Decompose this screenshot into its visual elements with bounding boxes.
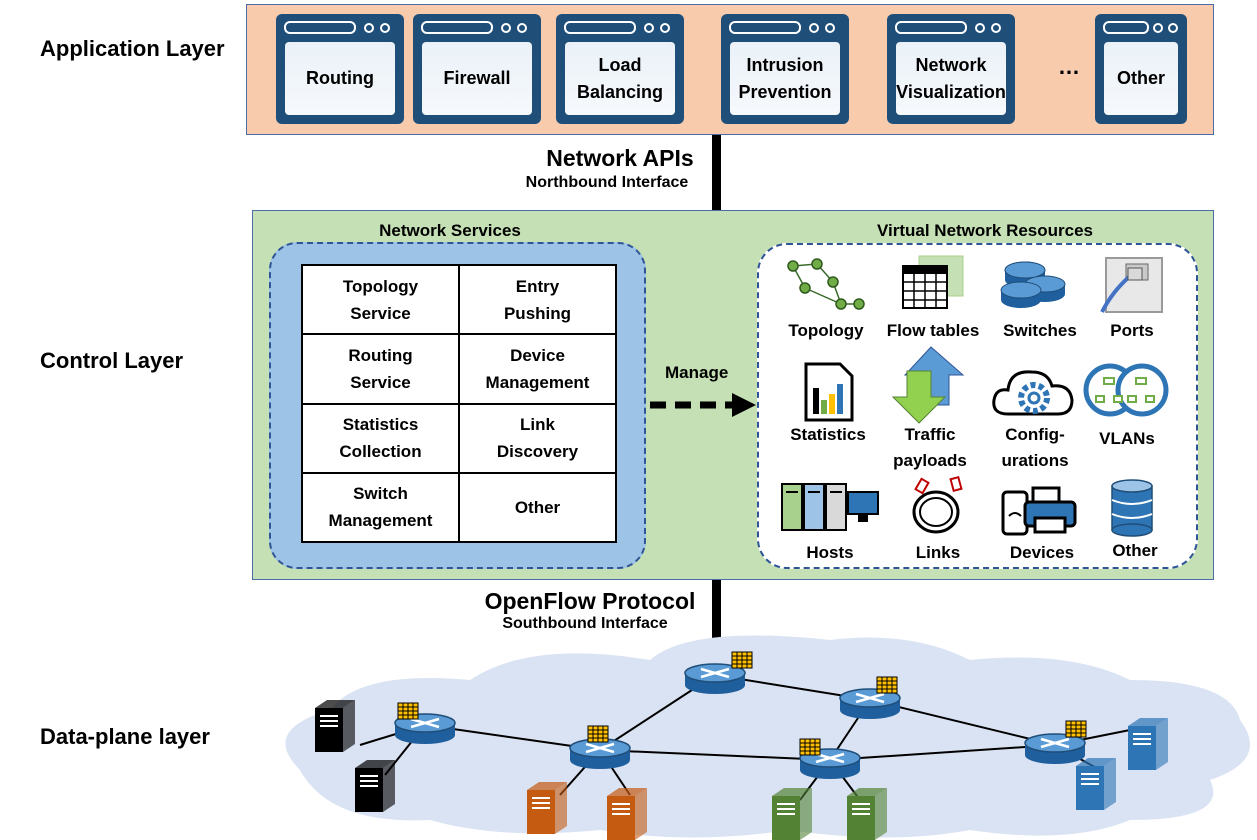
ethernet-port-icon	[1100, 257, 1163, 313]
service-cell: Statistics Collection	[301, 402, 460, 474]
resource-switches: Switches	[995, 252, 1085, 352]
table-row: Statistics Collection Link Discovery	[301, 402, 617, 474]
resource-label: Config- urations	[1001, 425, 1069, 470]
server-hosts-icon	[781, 483, 879, 531]
service-cell: Routing Service	[301, 333, 460, 405]
host-server	[314, 699, 356, 753]
app-label: Network Visualization	[896, 54, 1006, 102]
resource-label: Topology	[788, 321, 864, 340]
host-server	[354, 759, 396, 813]
app-label: Intrusion Prevention	[738, 54, 832, 102]
app-label: Firewall	[443, 68, 511, 88]
southbound-subtitle: Southbound Interface	[502, 615, 668, 632]
northbound-connector	[712, 135, 721, 211]
app-label: Load Balancing	[576, 54, 664, 102]
flow-table-icon	[587, 725, 609, 743]
cable-link-icon	[912, 475, 963, 534]
table-row: Routing Service Device Management	[301, 333, 617, 405]
resource-label: Hosts	[806, 543, 854, 562]
app-window-intrusion-prevention: Intrusion Prevention	[721, 14, 849, 124]
resource-label: Links	[915, 543, 961, 562]
resource-label: VLANs	[1099, 429, 1155, 448]
resource-traffic-payloads: Traffic payloads	[885, 345, 975, 475]
resource-links: Links	[898, 474, 978, 568]
more-apps-ellipsis: …	[1058, 54, 1082, 79]
database-icon	[1111, 479, 1153, 537]
app-window-other: Other	[1095, 14, 1187, 124]
control-layer-label: Control Layer	[40, 348, 184, 373]
flow-table-icon	[731, 651, 753, 669]
resource-configurations: Config- urations	[990, 362, 1080, 472]
service-cell: Other	[458, 471, 617, 544]
service-cell: Entry Pushing	[458, 263, 617, 336]
app-window-load-balancing: Load Balancing	[556, 14, 684, 124]
phone-printer-icon	[1001, 486, 1077, 536]
openflow-switch	[1023, 732, 1087, 766]
service-cell: Topology Service	[301, 263, 460, 336]
service-cell: Device Management	[458, 333, 617, 405]
resource-label: Devices	[1009, 543, 1075, 562]
bar-chart-document-icon	[804, 362, 854, 422]
resource-hosts: Hosts	[778, 478, 882, 568]
southbound-title: OpenFlow Protocol	[484, 588, 696, 614]
resource-topology: Topology	[781, 252, 871, 352]
switches-icon	[1000, 261, 1066, 308]
table-row: Switch Management Other	[301, 471, 617, 544]
network-services-title: Network Services	[379, 221, 521, 240]
resource-label: Other	[1112, 541, 1158, 560]
resource-devices: Devices	[997, 478, 1087, 568]
resource-statistics: Statistics	[788, 360, 868, 460]
host-server	[526, 781, 568, 835]
northbound-title: Network APIs	[546, 145, 694, 171]
host-server	[846, 787, 888, 840]
data-plane-layer-label: Data-plane layer	[40, 724, 210, 749]
resource-vlans: VLANs	[1082, 362, 1172, 462]
application-layer-label: Application Layer	[40, 36, 225, 61]
resource-label: Ports	[1110, 321, 1154, 340]
vlan-network-icon	[1083, 363, 1169, 417]
host-server	[1075, 757, 1117, 811]
topology-graph-icon	[787, 258, 865, 310]
app-window-firewall: Firewall	[413, 14, 541, 124]
host-server	[771, 787, 813, 840]
cloud-gear-icon	[992, 370, 1074, 416]
app-window-network-visualization: Network Visualization	[887, 14, 1015, 124]
manage-label: Manage	[665, 363, 729, 382]
app-window-routing: Routing	[276, 14, 404, 124]
resource-label: Statistics	[790, 425, 866, 444]
resource-label: Traffic payloads	[893, 425, 967, 470]
network-services-table: Topology Service Entry Pushing Routing S…	[301, 263, 617, 544]
host-server	[606, 787, 648, 840]
resource-ports: Ports	[1092, 252, 1172, 352]
table-row: Topology Service Entry Pushing	[301, 263, 617, 336]
resource-flow-tables: Flow tables	[883, 252, 983, 352]
app-label: Other	[1116, 68, 1165, 88]
flow-table-icon	[876, 676, 898, 694]
network-cloud	[285, 635, 1250, 838]
up-down-arrows-icon	[891, 346, 965, 424]
flow-table-icon	[397, 702, 419, 720]
host-server	[1127, 717, 1169, 771]
application-layer-panel: Routing Firewall Load Balancing Intrusio…	[246, 4, 1214, 135]
northbound-subtitle: Northbound Interface	[525, 174, 689, 191]
flow-table-icon	[902, 255, 964, 309]
service-cell: Link Discovery	[458, 402, 617, 474]
data-plane-network	[285, 635, 1250, 840]
resource-label: Flow tables	[886, 321, 980, 340]
manage-arrow	[650, 393, 756, 417]
app-label: Routing	[306, 68, 374, 88]
resource-label: Switches	[1003, 321, 1077, 340]
service-cell: Switch Management	[301, 471, 460, 544]
flow-table-icon	[1065, 720, 1087, 738]
southbound-connector	[712, 580, 721, 662]
virtual-resources-title: Virtual Network Resources	[876, 221, 1094, 240]
flow-table-icon	[799, 738, 821, 756]
openflow-switch	[568, 737, 632, 771]
resource-other: Other	[1100, 478, 1170, 568]
